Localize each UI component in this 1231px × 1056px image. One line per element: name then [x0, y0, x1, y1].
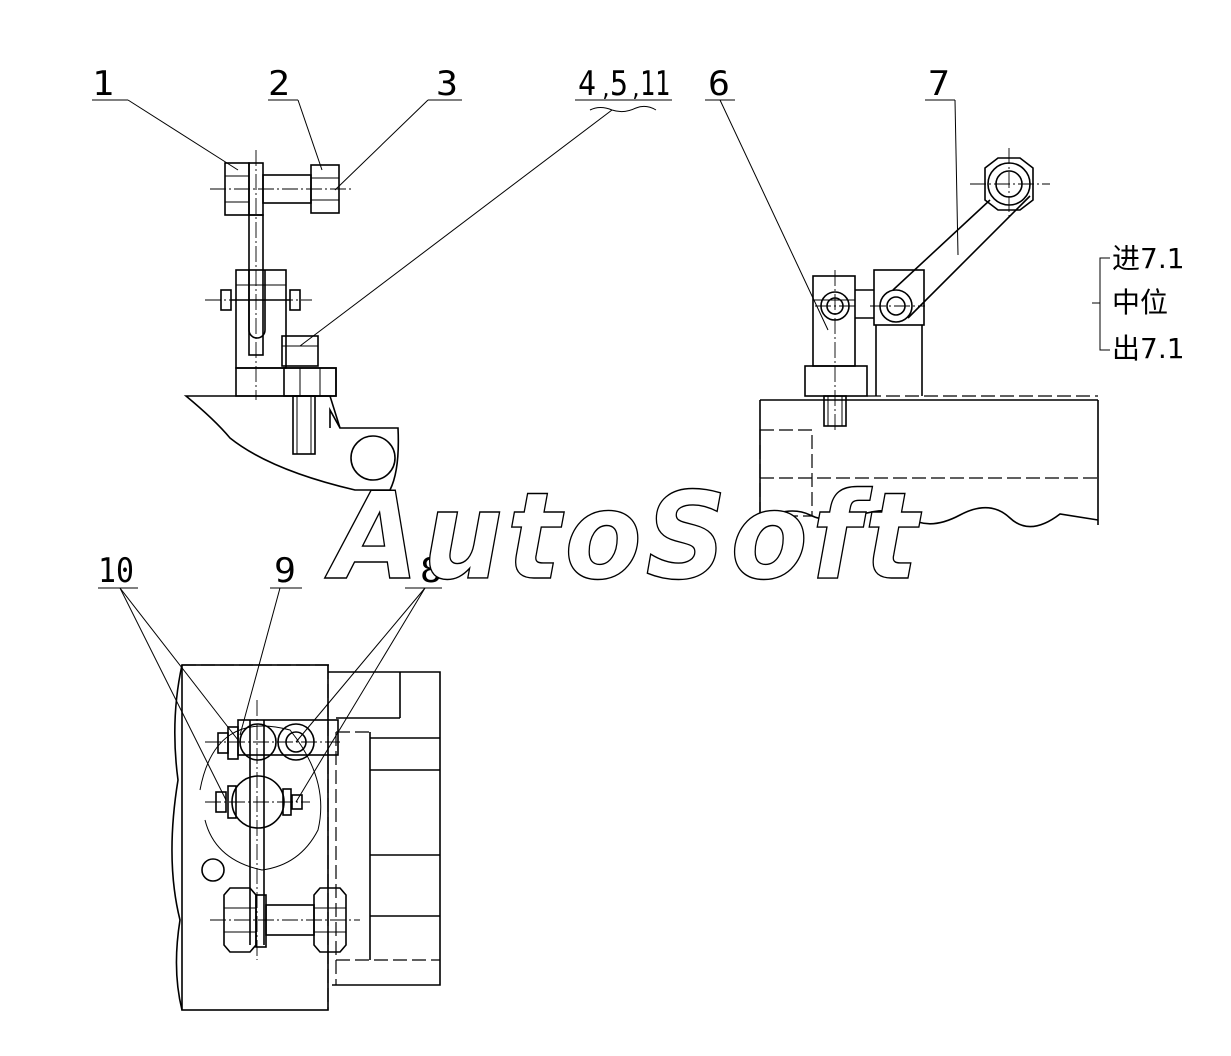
callout-8: 8 [420, 551, 442, 591]
comma: , [600, 77, 612, 101]
callouts: 1 2 3 4 5 11 , , 6 7 10 9 8 [92, 64, 950, 591]
callout-10: 10 [98, 551, 134, 591]
callout-2: 2 [268, 64, 290, 104]
position-middle: 中位 [1112, 286, 1168, 319]
callout-7: 7 [928, 64, 950, 104]
view-plan-bottom [171, 664, 441, 1011]
view-side-right [759, 148, 1099, 528]
callout-1: 1 [92, 64, 114, 104]
position-out: 出7.1 [1112, 332, 1185, 365]
leader-lines [92, 99, 1110, 803]
callout-5: 5 [610, 64, 628, 104]
callout-4: 4 [578, 64, 596, 104]
callout-11: 11 [640, 64, 670, 104]
position-note: 进7.1 中位 出7.1 [1112, 242, 1185, 365]
comma: , [630, 77, 642, 101]
view-side-left [183, 150, 400, 491]
callout-3: 3 [436, 64, 458, 104]
callout-6: 6 [708, 64, 730, 104]
watermark: AutoSoft [324, 468, 922, 607]
position-in: 进7.1 [1112, 242, 1185, 275]
callout-9: 9 [274, 551, 296, 591]
